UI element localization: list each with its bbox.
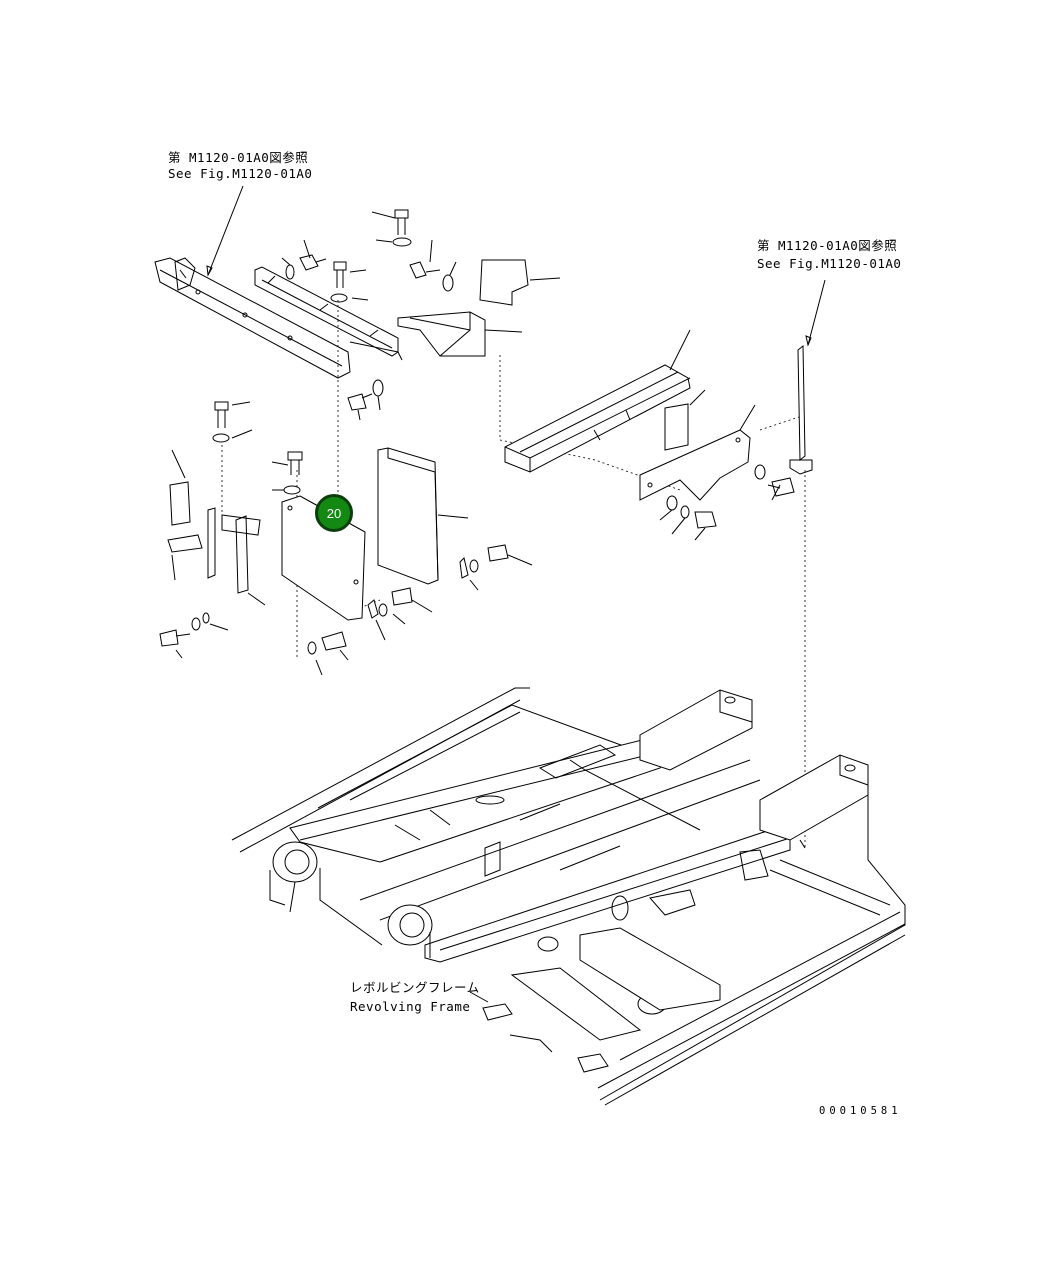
mid-bolts-right [159,544,533,676]
right-bolts [659,464,795,541]
frame-label-en: Revolving Frame [350,999,471,1014]
part-callout-20[interactable]: 20 [315,494,353,532]
left-rail-bracket [154,257,351,379]
rubber-pads-left [167,449,203,581]
mid-support-brackets [207,507,266,606]
right-plate [639,404,756,501]
right-vertical-rod [789,279,826,475]
left-reference-jp: 第 M1120-01A0図参照 [168,150,309,165]
top-cover-plate [479,259,561,306]
right-reference-jp: 第 M1120-01A0図参照 [757,238,898,253]
upper-angle-bracket [254,266,403,361]
frame-label-jp: レボルビングフレーム [350,980,480,995]
revolving-frame [231,687,906,1106]
upper-bolts [281,209,457,421]
right-pad [664,389,706,451]
left-leader-arrow [206,185,244,277]
foam-insulator-panel [377,447,469,585]
right-channel-rail [504,329,691,473]
top-bracket [397,311,523,357]
drawing-number: 00010581 [819,1105,902,1117]
mid-bolts-left [212,401,303,495]
right-reference-en: See Fig.M1120-01A0 [757,256,902,271]
left-reference-en: See Fig.M1120-01A0 [168,166,313,181]
